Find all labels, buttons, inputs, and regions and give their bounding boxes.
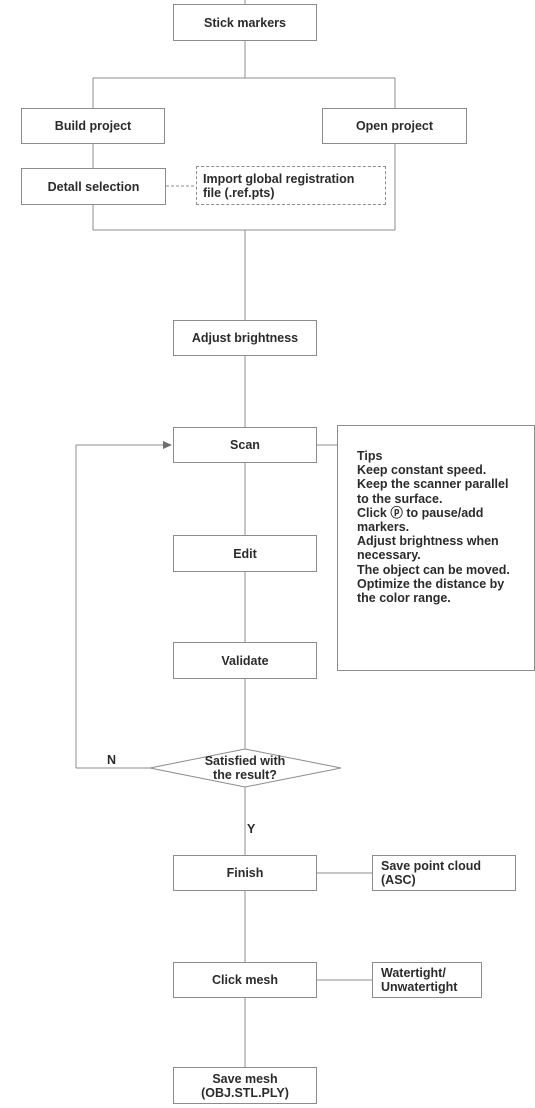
- tips-line: Keep the scanner parallel: [357, 477, 509, 492]
- edit-box: Edit: [173, 535, 317, 572]
- tips-line: to the surface.: [357, 491, 443, 506]
- tips-line: Click ⓟ to pause/add: [357, 505, 484, 520]
- tips-line: necessary.: [357, 548, 421, 563]
- detail-selection-box: Detall selection: [21, 168, 166, 205]
- yes-label: Y: [247, 822, 256, 836]
- finish-box: Finish: [173, 855, 317, 891]
- tips-line: Adjust brightness when: [357, 534, 499, 549]
- tips-line: Optimize the distance by: [357, 576, 505, 591]
- decision-label: Satisfied with the result?: [204, 754, 286, 782]
- tips-title: Tips: [357, 449, 383, 463]
- validate-box: Validate: [173, 642, 317, 679]
- no-label: N: [107, 753, 117, 767]
- save-point-cloud-box: Save point cloud (ASC): [372, 855, 516, 891]
- tips-panel: Tips Keep constant speed. Keep the scann…: [337, 425, 535, 671]
- open-project-box: Open project: [322, 108, 467, 144]
- click-mesh-box: Click mesh: [173, 962, 317, 998]
- tips-line: markers.: [357, 520, 410, 535]
- tips-line: Keep constant speed.: [357, 463, 487, 478]
- tips-line: the color range.: [357, 591, 451, 606]
- build-project-box: Build project: [21, 108, 165, 144]
- import-registration-box: Import global registration file (.ref.pt…: [196, 166, 386, 205]
- save-mesh-box: Save mesh (OBJ.STL.PLY): [173, 1067, 317, 1104]
- stick-markers-box: Stick markers: [173, 4, 317, 41]
- adjust-brightness-box: Adjust brightness: [173, 320, 317, 356]
- scan-box: Scan: [173, 427, 317, 463]
- decision-diamond: [149, 748, 342, 788]
- tips-line: The object can be moved.: [357, 562, 510, 577]
- watertight-box: Watertight/ Unwatertight: [372, 962, 482, 998]
